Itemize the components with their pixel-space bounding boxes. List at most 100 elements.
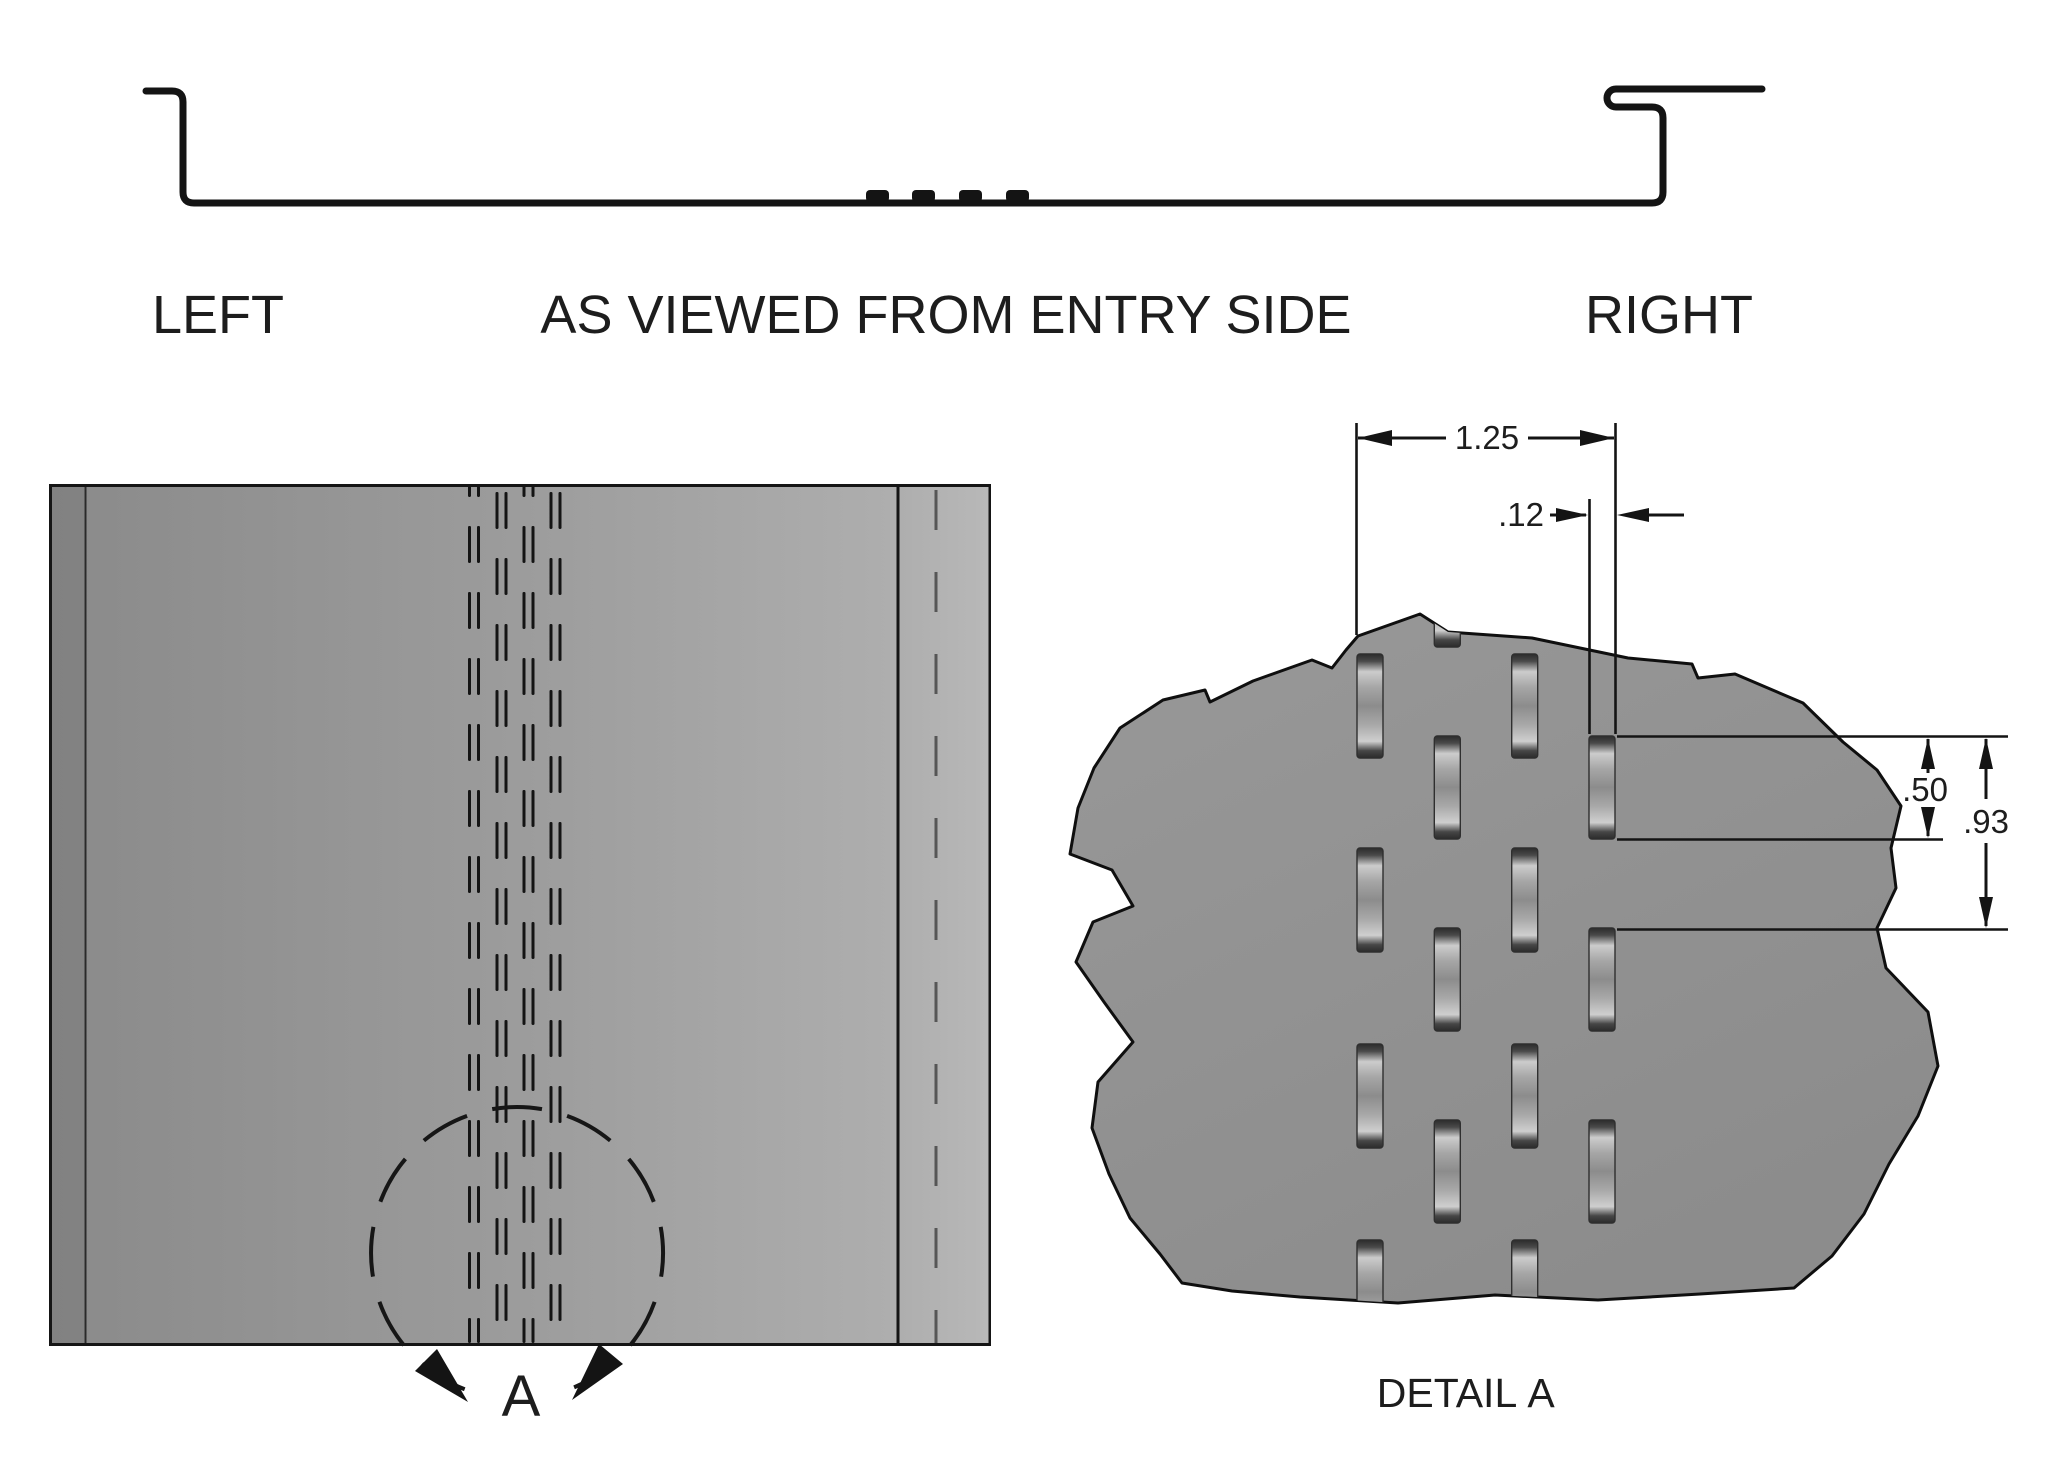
dim-slot-width: .12 xyxy=(1498,496,1684,734)
profile-outline xyxy=(142,85,1766,207)
profile-bump xyxy=(959,190,982,202)
panel-slot-dash-line xyxy=(522,988,526,1025)
panel-slot-dash-line xyxy=(495,1152,499,1189)
panel-slot-dash-line xyxy=(495,690,499,727)
panel-slot-dash-line xyxy=(468,1120,471,1157)
panel-slot-dash-line xyxy=(531,856,535,893)
panel-slot-dash-line xyxy=(504,624,508,661)
panel-slot-dash-line xyxy=(468,526,471,563)
panel-slot-dash-line xyxy=(468,988,471,1025)
panel-slot-dash-line xyxy=(495,558,499,595)
panel-slot-dash-line xyxy=(549,492,553,529)
profile-section-view xyxy=(142,85,1766,207)
panel-slot-dash-line xyxy=(531,658,535,695)
panel-slot-dash-line xyxy=(495,492,499,529)
panel-slot-dash-line xyxy=(477,1186,480,1223)
panel-slot-dash-line xyxy=(468,790,471,827)
arrowhead-right xyxy=(1580,430,1614,446)
panel-slot-dash-line xyxy=(549,1086,553,1123)
label-right: RIGHT xyxy=(1585,285,1753,345)
detail-slot xyxy=(1433,927,1462,1032)
panel-slot-dash-line xyxy=(504,690,508,727)
panel-slot-dash-line xyxy=(477,658,480,695)
profile-bump xyxy=(912,190,935,202)
panel-slot-dash-line xyxy=(558,1020,562,1057)
detail-slot xyxy=(1356,1043,1384,1149)
panel-slot-dash-line xyxy=(522,922,526,959)
panel-slot-dash-line xyxy=(504,822,508,859)
panel-slot-dash-line xyxy=(522,1186,526,1223)
callout-arrow-right xyxy=(572,1344,623,1400)
panel-slot-dash-line xyxy=(468,592,471,629)
panel-slot-dash-line xyxy=(495,756,499,793)
panel-slot-dash-line xyxy=(531,1318,535,1343)
callout-arrow-left xyxy=(415,1349,468,1402)
dim-slot-length: .50 xyxy=(1902,738,1948,838)
panel-slot-dash-line xyxy=(504,1284,508,1321)
panel-slot-dash-line xyxy=(558,1284,562,1321)
panel-slot-dash-line xyxy=(495,1284,499,1321)
arrowhead-to-slot-right xyxy=(1617,508,1649,522)
panel-slot-dash-line xyxy=(549,954,553,991)
profile-slot-bumps xyxy=(866,190,1029,202)
detail-slot xyxy=(1510,653,1539,759)
labels-row: LEFT AS VIEWED FROM ENTRY SIDE RIGHT xyxy=(152,285,1753,345)
row-extension-lines xyxy=(1617,735,2008,931)
detail-slot xyxy=(1356,653,1384,759)
panel-slot-dash-line xyxy=(549,624,553,661)
panel-slot-dash-line xyxy=(549,756,553,793)
detail-slot xyxy=(1356,847,1384,953)
panel-slot-dash-line xyxy=(549,1218,553,1255)
panel-slot-dash-line xyxy=(558,690,562,727)
panel-slot-dash-line xyxy=(549,558,553,595)
panel-slot-dash-line xyxy=(531,1186,535,1223)
detail-title-word: DETAIL xyxy=(1377,1370,1518,1416)
panel-slot-dash-line xyxy=(468,1252,471,1289)
panel-slot-dash-line xyxy=(558,1152,562,1189)
panel-slot-dash-line xyxy=(477,988,480,1025)
panel-slot-dash-line xyxy=(522,790,526,827)
panel-slot-dash-line xyxy=(477,1252,480,1289)
panel-face xyxy=(49,484,991,1346)
panel-slot-dash-line xyxy=(531,724,535,761)
panel-slot-dash-line xyxy=(558,1218,562,1255)
profile-bump xyxy=(1006,190,1029,202)
panel-slot-dash-line xyxy=(504,954,508,991)
panel-slot-dash-line xyxy=(495,1086,499,1123)
panel-slot-dash-line xyxy=(549,1152,553,1189)
panel-slot-dash-line xyxy=(522,724,526,761)
detail-slot-pattern xyxy=(1356,614,1616,1303)
panel-slot-dash-line xyxy=(558,624,562,661)
detail-slot xyxy=(1588,735,1616,840)
detail-a-view: 1.25 .12 .50 xyxy=(1068,419,2009,1416)
arrowhead-down xyxy=(1921,807,1935,838)
panel-slot-dash-line xyxy=(468,856,471,893)
panel-slot-dash-line xyxy=(504,1152,508,1189)
panel-slot-dash-line xyxy=(495,1020,499,1057)
panel-right-hem-strip xyxy=(899,487,989,1343)
dim-text-slot-width: .12 xyxy=(1498,496,1544,533)
panel-slot-dash-line xyxy=(531,790,535,827)
detail-slot xyxy=(1433,735,1462,840)
panel-slot-dash-line xyxy=(522,856,526,893)
panel-slot-dash-line xyxy=(504,492,508,529)
panel-slot-dash-line xyxy=(558,756,562,793)
detail-callout-circle xyxy=(369,1105,666,1392)
panel-slot-dash-line xyxy=(477,724,480,761)
arrowhead-up xyxy=(1921,738,1935,769)
panel-slot-dash-line xyxy=(504,1086,508,1123)
panel-slot-dash-line xyxy=(468,658,471,695)
panel-slot-dash-line xyxy=(522,1120,526,1157)
panel-slot-dash-line xyxy=(477,1318,480,1343)
panel-slot-dash-line xyxy=(495,1218,499,1255)
panel-slot-dash-line xyxy=(558,492,562,529)
panel-slot-dash-line xyxy=(531,1120,535,1157)
panel-slot-dash-line xyxy=(495,624,499,661)
panel-slot-dash-line xyxy=(504,558,508,595)
detail-slot xyxy=(1510,1043,1539,1149)
panel-slot-dash-line xyxy=(531,592,535,629)
panel-slot-dash-line xyxy=(468,486,471,497)
panel-slot-dash-line xyxy=(468,1054,471,1091)
panel-slot-dash-line xyxy=(468,922,471,959)
